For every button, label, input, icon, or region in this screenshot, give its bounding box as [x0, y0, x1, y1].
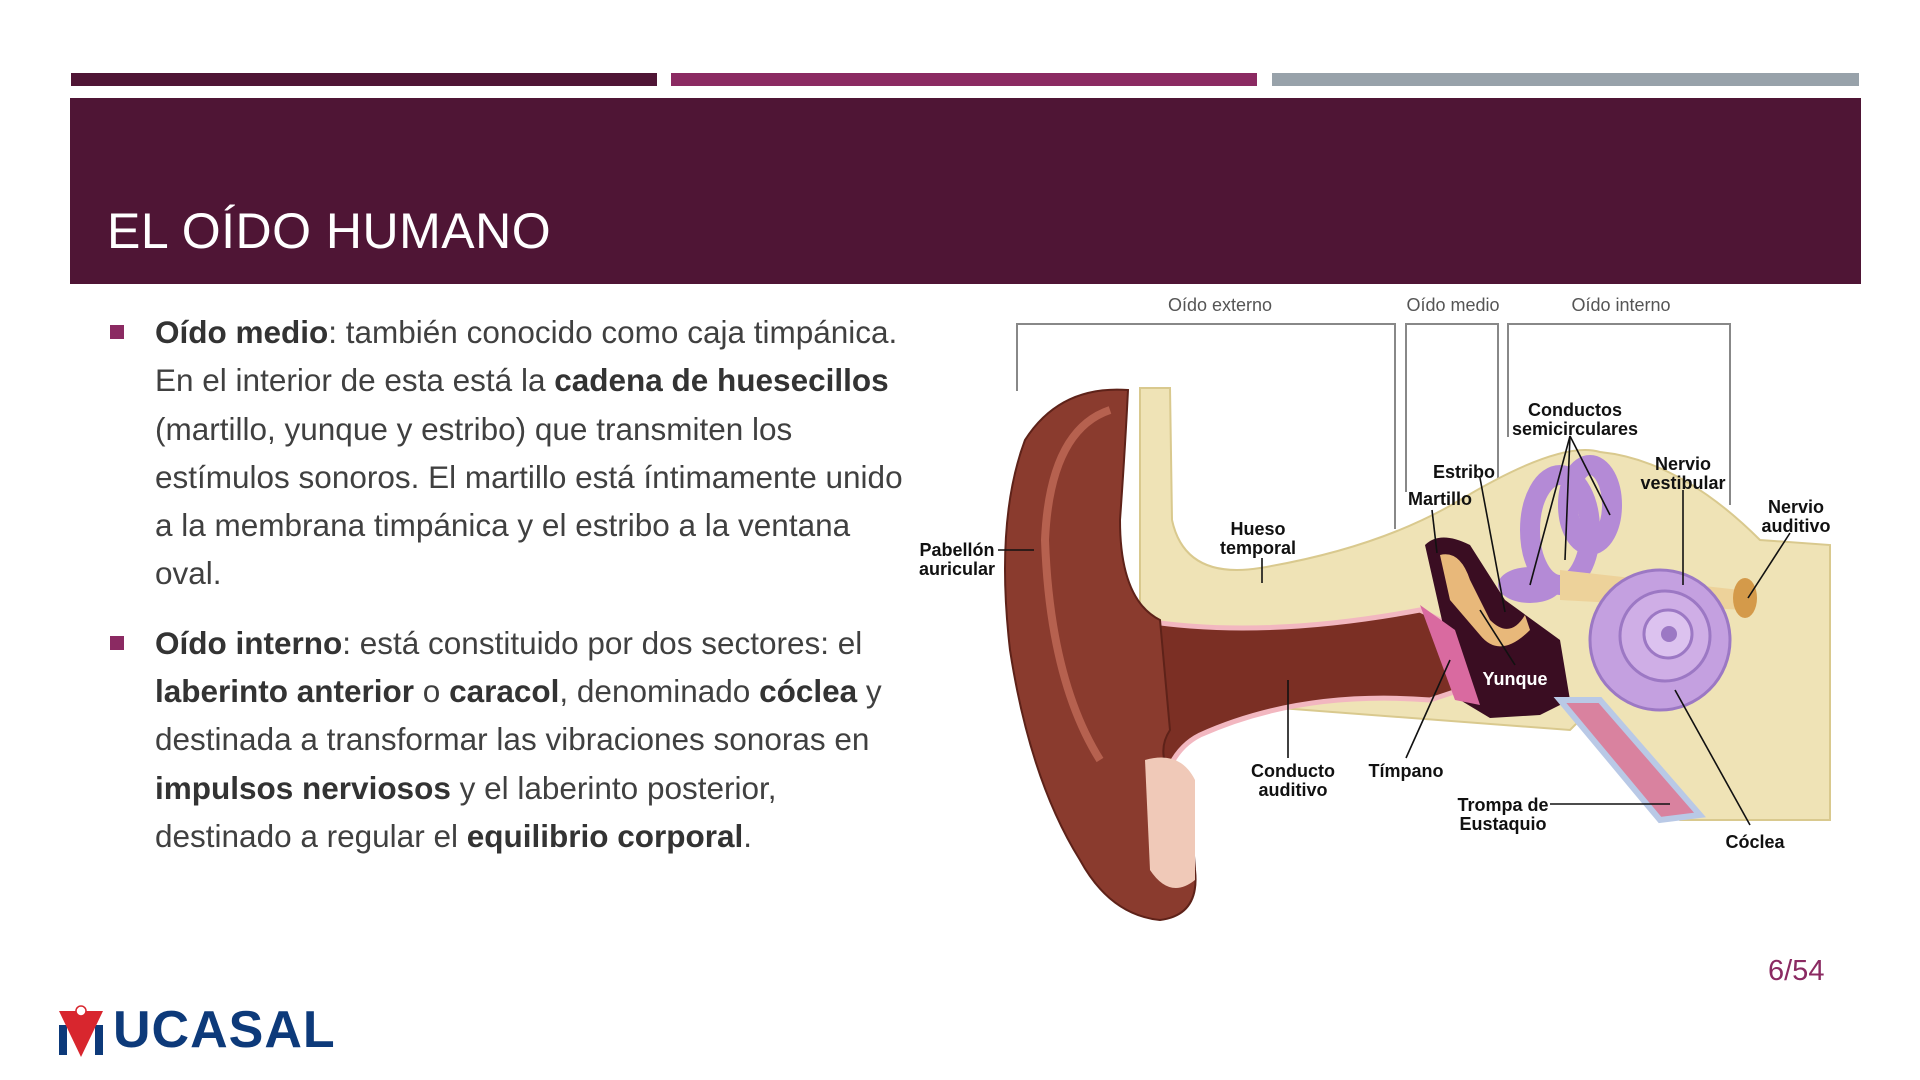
bullet-square-icon	[110, 635, 124, 650]
label-nervio-vestibular-1: Nervio	[1655, 454, 1711, 474]
label-yunque: Yunque	[1482, 669, 1547, 689]
text-segment: : también conocido como caja timpánica. …	[155, 314, 898, 399]
label-nervio-vestibular-2: vestibular	[1640, 473, 1725, 493]
label-estribo: Estribo	[1433, 462, 1495, 482]
bold-text: Oído medio	[155, 314, 329, 350]
section-oido-externo: Oído externo	[1168, 295, 1272, 315]
top-bar-2	[671, 73, 1257, 86]
title-banner: EL OÍDO HUMANO	[70, 98, 1861, 284]
bold-text: cóclea	[759, 673, 858, 710]
label-trompa-1: Trompa de	[1457, 795, 1548, 815]
label-conducto-2: auditivo	[1258, 780, 1327, 800]
eustachian-tube	[1553, 697, 1706, 824]
bold-text: laberinto anterior	[155, 673, 415, 710]
label-timpano: Tímpano	[1369, 761, 1444, 781]
bold-text: caracol	[449, 673, 560, 710]
text-segment: o	[414, 673, 450, 710]
top-bar-3	[1272, 73, 1859, 86]
section-brackets	[1016, 323, 1731, 529]
text-segment: (martillo, yunque y estribo) que transmi…	[155, 410, 903, 592]
logo-text: UCASAL	[113, 1001, 336, 1059]
label-conductos-2: semicirculares	[1512, 419, 1638, 439]
page-number: 6/54	[1768, 955, 1825, 987]
tympanic-membrane	[1420, 605, 1480, 705]
label-nervio-auditivo-2: auditivo	[1761, 516, 1830, 536]
slide-title: EL OÍDO HUMANO	[107, 203, 552, 259]
bullet-item: Oído medio: también conocido como caja t…	[108, 308, 908, 598]
label-hueso-2: temporal	[1220, 538, 1296, 558]
bullet-square-icon	[110, 325, 124, 339]
ossicles	[1440, 554, 1530, 647]
top-bar-1	[71, 73, 657, 86]
label-conductos-1: Conductos	[1528, 400, 1622, 420]
ucasal-shield-icon	[59, 1005, 103, 1057]
leader-lines	[998, 435, 1791, 826]
bold-text: impulsos nerviosos	[155, 769, 451, 806]
label-conducto-1: Conducto	[1251, 761, 1335, 781]
bold-text: Oído interno	[155, 624, 343, 661]
text-segment: , denominado	[559, 673, 760, 710]
cochlea-spiral	[1588, 568, 1732, 712]
section-oido-interno: Oído interno	[1571, 295, 1670, 315]
label-coclea: Cóclea	[1725, 832, 1785, 852]
label-trompa-2: Eustaquio	[1459, 814, 1546, 834]
text-segment: y el laberinto posterior, destinado a re…	[155, 769, 777, 854]
label-martillo: Martillo	[1408, 489, 1472, 509]
text-segment: .	[743, 817, 753, 854]
bullet-item: Oído interno: está constituido por dos s…	[108, 619, 908, 860]
text-segment: y destinada a transformar las vibracione…	[155, 673, 882, 758]
label-pabellon-2: auricular	[919, 559, 995, 579]
nerve-ganglion	[1733, 578, 1757, 618]
ucasal-logo: UCASAL	[59, 1000, 336, 1060]
section-oido-medio: Oído medio	[1406, 295, 1499, 315]
label-pabellon-1: Pabellón	[919, 540, 994, 560]
label-nervio-auditivo-1: Nervio	[1768, 497, 1824, 517]
bullet-list: Oído medio: también conocido como caja t…	[108, 308, 908, 881]
text-segment: : está constituido por dos sectores: el	[342, 624, 863, 661]
label-hueso-1: Hueso	[1230, 519, 1285, 539]
earlobe	[1145, 757, 1195, 888]
pinna-fold	[1040, 406, 1112, 763]
bold-text: equilibrio corporal	[466, 817, 744, 854]
bold-text: cadena de huesecillos	[554, 362, 889, 399]
